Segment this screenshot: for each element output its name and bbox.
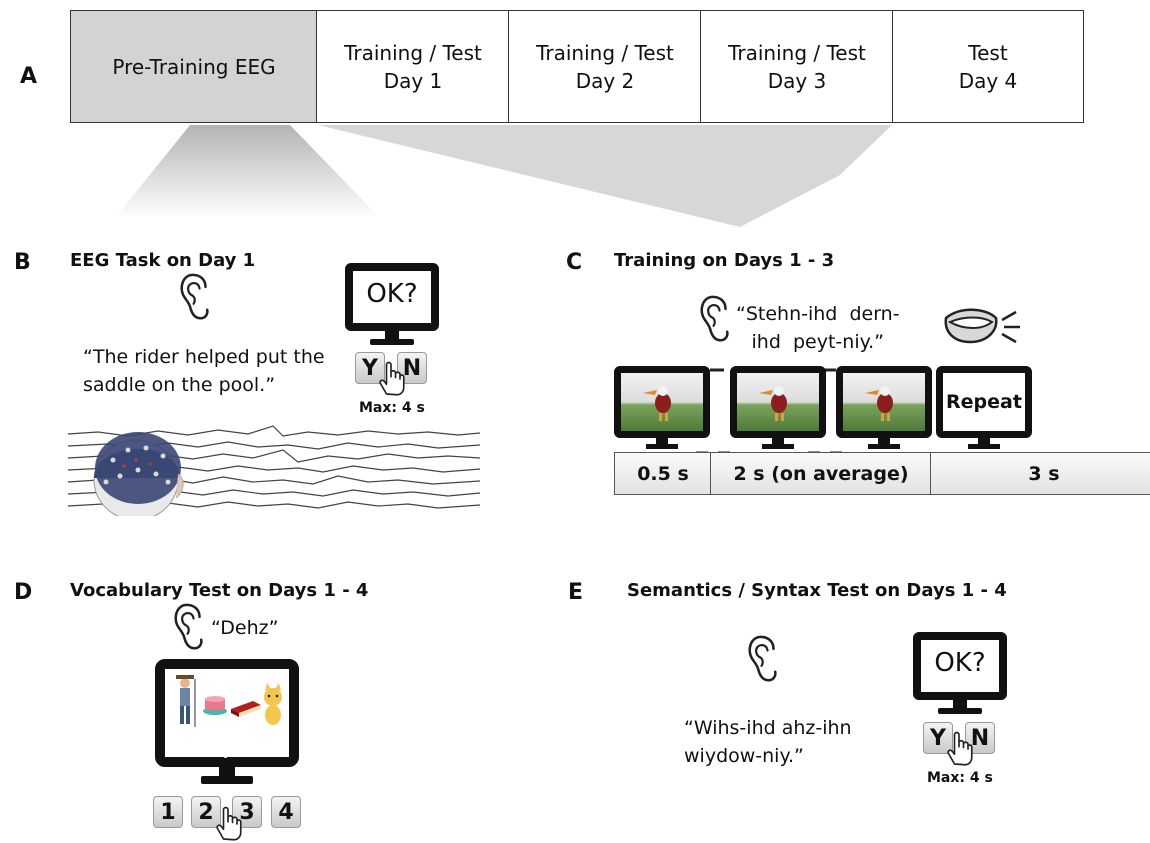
monitor-picture-choice: [155, 659, 299, 767]
key-1[interactable]: 1: [153, 796, 183, 828]
cake-image: [203, 696, 227, 715]
key-4[interactable]: 4: [271, 796, 301, 828]
monitor-repeat: Repeat: [936, 366, 1032, 438]
eeg-cap-head-icon: [93, 432, 184, 516]
sentence-line: saddle on the pool.”: [83, 374, 276, 396]
ear-icon: [174, 602, 208, 652]
monitor-stand: [385, 331, 399, 339]
time-cell-stimulus: 2 s (on average): [710, 452, 932, 495]
picture-choices: [176, 675, 282, 727]
timeline-label: Pre-Training EEG: [112, 54, 276, 79]
monitor-led: [223, 753, 228, 758]
panel-d-title: Vocabulary Test on Days 1 - 4: [70, 580, 369, 601]
monitor-base: [370, 339, 414, 345]
screen-ok-text: OK?: [934, 648, 986, 678]
monitor-stand: [219, 767, 235, 777]
sentence-line: “Wihs-ihd ahz-ihn: [684, 717, 852, 739]
sentence-line: wiydow-niy.”: [684, 745, 804, 767]
sentence-line: “Stehn-ihd dern-: [736, 303, 900, 325]
book-image: [231, 701, 261, 717]
panel-b-sentence: “The rider helped put the saddle on the …: [83, 343, 325, 399]
key-2[interactable]: 2: [191, 796, 221, 828]
pointing-hand-icon: [213, 805, 243, 843]
fan-training-days: [318, 125, 892, 227]
panel-e-title: Semantics / Syntax Test on Days 1 - 4: [627, 580, 1007, 601]
eeg-traces: [68, 425, 480, 516]
ear-icon: [700, 294, 734, 344]
cat-image: [264, 683, 282, 725]
key-yes[interactable]: Y: [923, 722, 953, 754]
monitor-base: [938, 708, 982, 714]
timeline-zoom-fans: [115, 125, 892, 227]
monitor-stand: [656, 438, 668, 444]
monitor-stimulus-2: [730, 366, 826, 438]
monitor-stimulus-1: [614, 366, 710, 438]
ear-icon: [180, 272, 214, 322]
time-cell-fixation: 0.5 s: [614, 452, 712, 495]
monitor-ok-screen: OK?: [913, 632, 1007, 700]
monitor-stand: [772, 438, 784, 444]
key-3[interactable]: 3: [232, 796, 262, 828]
max-time-label: Max: 4 s: [927, 770, 993, 786]
panel-d-letter: D: [14, 580, 33, 605]
panel-d-word: “Dehz”: [211, 617, 279, 639]
pointing-hand-icon: [944, 730, 974, 768]
time-cell-repeat: 3 s: [930, 452, 1150, 495]
timeline-sublabel: Day 4: [958, 68, 1018, 93]
monitor-stand: [953, 700, 967, 708]
monitor-base: [646, 444, 678, 449]
panel-b-title: EEG Task on Day 1: [70, 250, 256, 271]
panel-c-letter: C: [566, 250, 583, 275]
timeline-sublabel: Day 2: [575, 68, 635, 93]
fan-pre-training: [115, 125, 380, 218]
monitor-stand: [878, 438, 890, 444]
monitor-base: [201, 776, 253, 784]
speaking-mouth-icon: [944, 308, 1020, 344]
panel-e-sentence: “Wihs-ihd ahz-ihn wiydow-niy.”: [684, 714, 852, 770]
panel-c-sentence: “Stehn-ihd dern- ihd peyt-niy.”: [736, 300, 900, 356]
monitor-stand: [978, 438, 990, 444]
panel-a-letter: A: [20, 64, 38, 89]
panel-e-letter: E: [568, 580, 584, 605]
monitor-base: [968, 444, 1000, 449]
screen-ok-text: OK?: [366, 279, 418, 309]
ear-icon: [748, 634, 782, 684]
sentence-line: “The rider helped put the: [83, 346, 325, 368]
key-yes[interactable]: Y: [355, 352, 385, 384]
monitor-stimulus-3: [836, 366, 932, 438]
monitor-ok-screen: OK?: [345, 263, 439, 331]
timeline-label: Training / Test: [536, 40, 674, 65]
key-no[interactable]: N: [965, 722, 995, 754]
farmer-image: [176, 675, 196, 727]
max-time-label: Max: 4 s: [359, 400, 425, 416]
cartoon-character-image: [621, 373, 703, 431]
panel-c-title: Training on Days 1 - 3: [614, 250, 835, 271]
sentence-line: ihd peyt-niy.”: [751, 331, 885, 353]
timeline-sublabel: Day 3: [767, 68, 827, 93]
cartoon-character-image: [843, 373, 925, 431]
monitor-base: [762, 444, 794, 449]
pointing-hand-icon: [376, 360, 406, 398]
monitor-base: [868, 444, 900, 449]
cartoon-character-image: [737, 373, 819, 431]
timeline-label: Training / Test: [728, 40, 866, 65]
timeline-sublabel: Day 1: [383, 68, 443, 93]
timeline-label: Training / Test: [344, 40, 482, 65]
timeline-label: Test: [968, 40, 1008, 65]
panel-b-letter: B: [14, 250, 31, 275]
